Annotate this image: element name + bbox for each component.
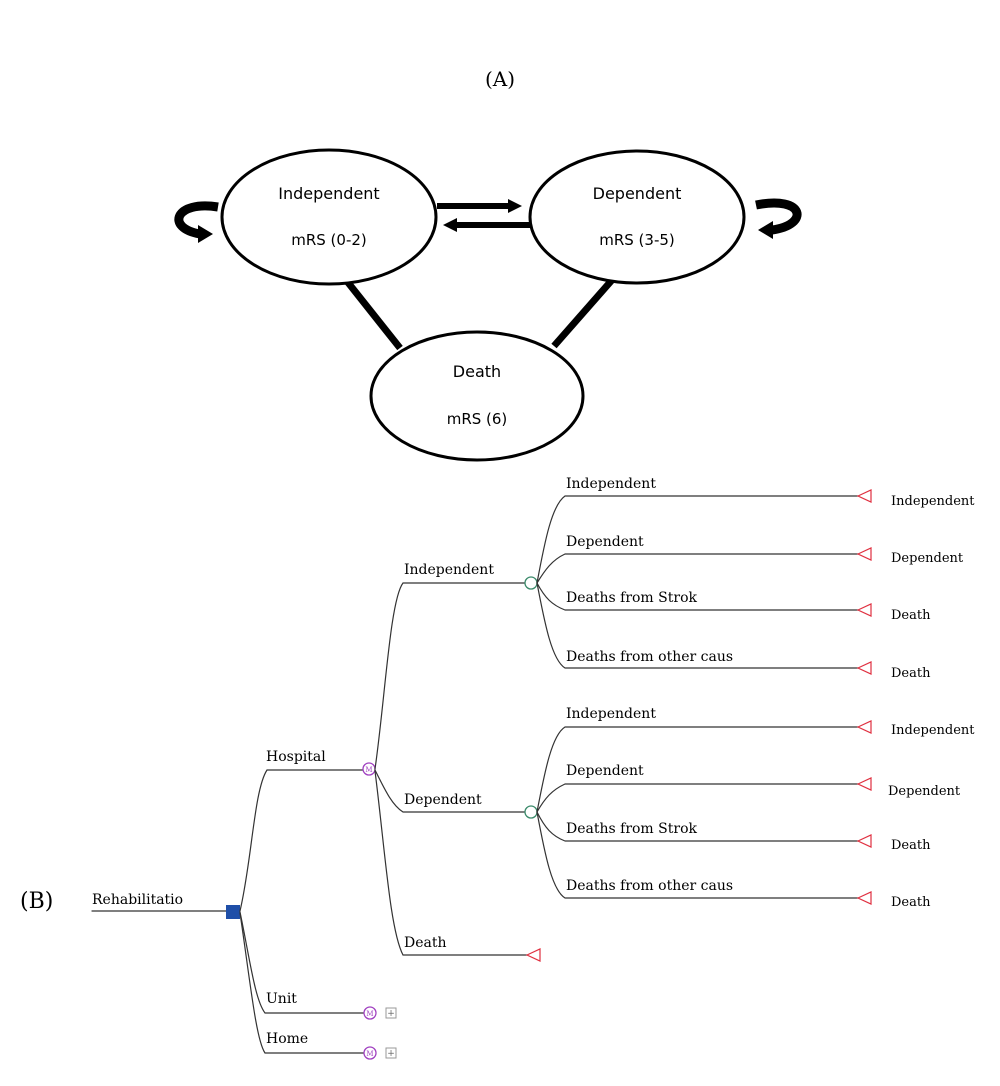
- decision-node: [226, 905, 240, 919]
- transition-ind-other-label: Deaths from other caus: [566, 649, 733, 665]
- state-dependent: Dependent mRS (3-5): [528, 149, 746, 285]
- terminal-dep-stroke-label: Death: [891, 838, 931, 853]
- transition-ind-stroke-label: Deaths from Strok: [566, 590, 698, 606]
- terminal-ind-other: [856, 661, 872, 675]
- terminal-ind-stroke: [856, 603, 872, 617]
- transition-ind-independent-label: Independent: [566, 476, 656, 492]
- terminal-ind-independent-label: Independent: [891, 494, 975, 509]
- markov-node-home: [363, 1046, 377, 1060]
- transition-ind-dependent: [536, 553, 859, 584]
- branch-state-death: [374, 770, 528, 956]
- transition-dep-independent: [536, 726, 859, 813]
- transition-dep-stroke: [536, 811, 859, 842]
- markov-symbol-hospital: M: [365, 766, 372, 774]
- state-dependent-name: Dependent: [593, 184, 682, 203]
- terminal-ind-independent: [856, 489, 872, 503]
- terminal-ind-other-label: Death: [891, 666, 931, 681]
- terminal-dep-other: [856, 891, 872, 905]
- terminal-dep-independent: [856, 720, 872, 734]
- transition-ind-stroke: [536, 582, 859, 611]
- hospital-state-dependent-label: Dependent: [404, 792, 482, 808]
- arrow-independent-to-dependent: [437, 199, 522, 213]
- markov-symbol-home: M: [366, 1050, 373, 1058]
- transition-dep-stroke-label: Deaths from Strok: [566, 821, 698, 837]
- expand-symbol-home: +: [387, 1049, 395, 1059]
- state-dependent-score: mRS (3-5): [599, 231, 675, 249]
- terminal-dep-dependent: [856, 777, 872, 791]
- branch-state-dependent: [374, 769, 526, 813]
- transition-dep-dependent-label: Dependent: [566, 763, 644, 779]
- markov-node-unit: [363, 1006, 377, 1020]
- decision-tree: Rehabilitatio Hospital M Unit M + Home M…: [91, 476, 975, 1060]
- expand-button-unit[interactable]: [385, 1007, 397, 1019]
- state-independent-score: mRS (0-2): [291, 231, 367, 249]
- transition-ind-dependent-label: Dependent: [566, 534, 644, 550]
- transition-dep-independent-label: Independent: [566, 706, 656, 722]
- state-independent-name: Independent: [278, 184, 379, 203]
- self-loop-dependent: [755, 198, 802, 239]
- terminal-ind-stroke-label: Death: [891, 608, 931, 623]
- terminal-ind-dependent: [856, 547, 872, 561]
- hospital-state-independent-label: Independent: [404, 562, 494, 578]
- self-loop-independent: [174, 201, 219, 243]
- setting-home-label: Home: [266, 1031, 308, 1047]
- transition-dep-other: [536, 811, 859, 899]
- markov-symbol-unit: M: [366, 1010, 373, 1018]
- chance-node-dependent: [524, 805, 538, 819]
- transition-dep-other-label: Deaths from other caus: [566, 878, 733, 894]
- setting-unit-label: Unit: [266, 991, 297, 1007]
- terminal-dep-independent-label: Independent: [891, 723, 975, 738]
- arrow-independent-to-death: [343, 277, 403, 351]
- transition-dep-dependent: [536, 783, 859, 813]
- transition-ind-other: [536, 582, 859, 669]
- state-death-score: mRS (6): [447, 410, 508, 428]
- branch-unit: [239, 911, 365, 1014]
- transition-ind-independent: [536, 495, 859, 584]
- state-transition-diagram: Independent mRS (0-2) Dependent mRS (3-5…: [174, 148, 802, 462]
- state-death-name: Death: [453, 362, 501, 381]
- panel-b-label: (B): [20, 889, 53, 914]
- chance-node-independent: [524, 576, 538, 590]
- setting-hospital-label: Hospital: [266, 749, 326, 765]
- expand-button-home[interactable]: [385, 1047, 397, 1059]
- hospital-state-death-label: Death: [404, 935, 447, 951]
- branch-hospital: [239, 769, 364, 912]
- terminal-node-death: [525, 948, 541, 962]
- terminal-dep-dependent-label: Dependent: [888, 784, 961, 799]
- state-independent: Independent mRS (0-2): [220, 148, 438, 286]
- expand-symbol-unit: +: [387, 1009, 395, 1019]
- panel-a-label: (A): [485, 67, 515, 91]
- arrow-dependent-to-independent: [443, 218, 532, 232]
- arrow-dependent-to-death: [551, 277, 615, 349]
- terminal-ind-dependent-label: Dependent: [891, 551, 964, 566]
- branch-state-independent: [374, 582, 526, 770]
- root-label: Rehabilitatio: [92, 892, 183, 908]
- terminal-dep-stroke: [856, 834, 872, 848]
- terminal-dep-other-label: Death: [891, 895, 931, 910]
- branch-home: [239, 912, 365, 1054]
- state-death: Death mRS (6): [369, 330, 585, 462]
